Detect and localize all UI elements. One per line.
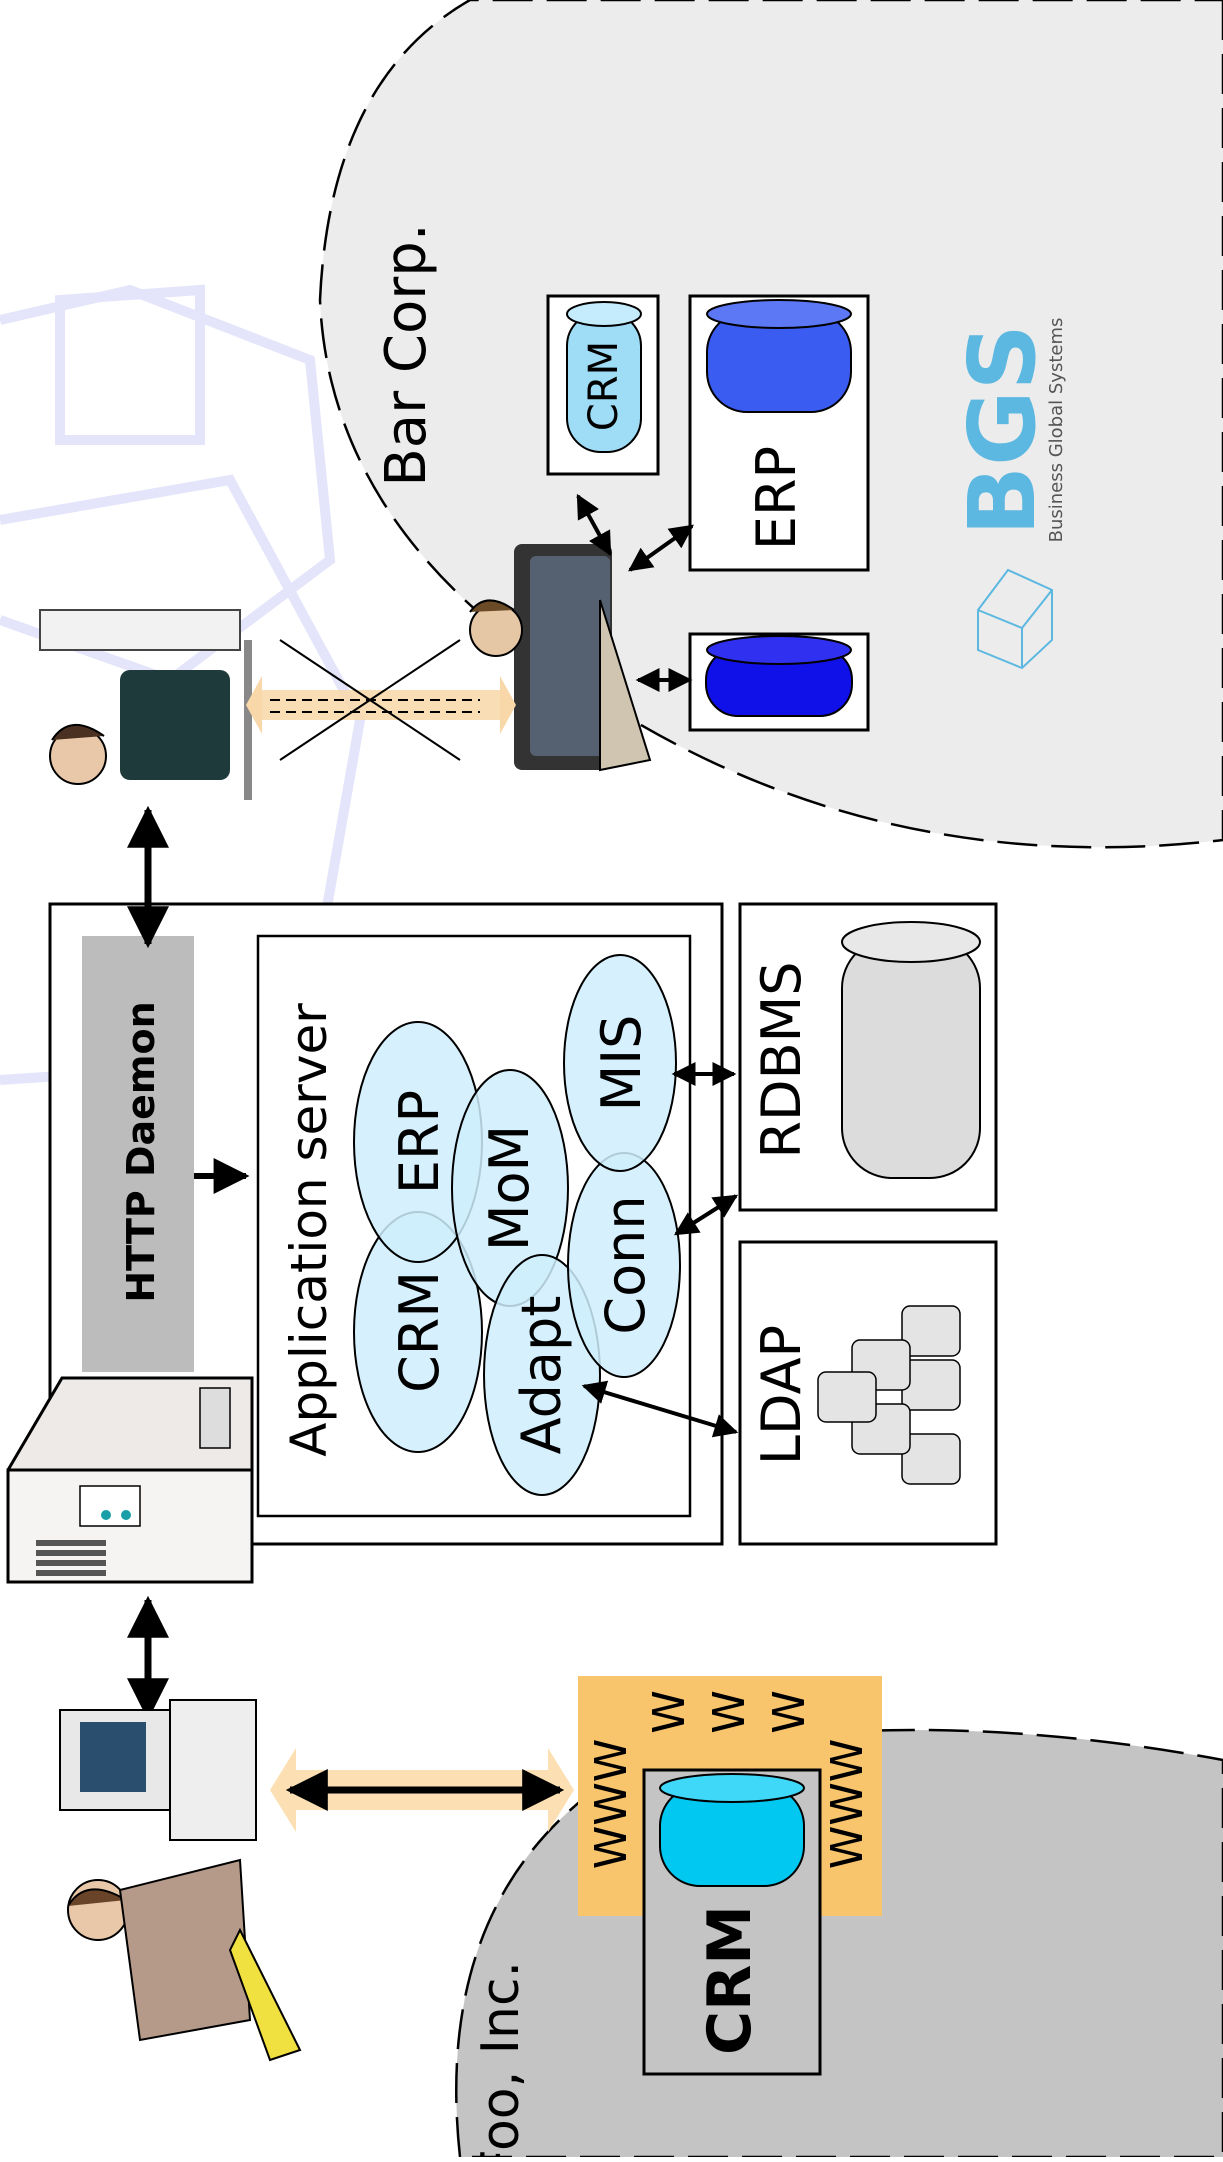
module-adapt-label: Adapt xyxy=(510,1296,573,1455)
module-crm-label: CRM xyxy=(388,1271,451,1393)
bar-corp-database xyxy=(688,632,870,732)
bar-corp-arrows xyxy=(576,493,694,692)
bar-corp-link xyxy=(246,639,516,761)
server-machine-icon xyxy=(6,1376,254,1584)
http-daemon-label: HTTP Daemon xyxy=(119,1001,163,1302)
server-internal-arrows xyxy=(581,1062,739,1438)
bar-corp-erp-label: ERP xyxy=(745,446,808,550)
bar-corp-user-icon xyxy=(469,544,652,772)
remote-user-icon xyxy=(39,609,252,800)
application-server-label: Application server xyxy=(280,1003,338,1457)
bar-corp-erp-database: ERP xyxy=(688,294,870,572)
bgs-logo: BGS Business Global Systems xyxy=(949,318,1067,670)
module-erp-label: ERP xyxy=(388,1090,451,1194)
bar-corp-crm-database: CRM xyxy=(546,294,660,476)
www-bottom-label: WWW xyxy=(822,1739,873,1870)
bar-corp-crm-label: CRM xyxy=(581,341,627,431)
rdbms-cylinder xyxy=(841,921,981,1179)
module-conn-label: Conn xyxy=(594,1195,657,1334)
bar-corp-region: Bar Corp. CRM ERP xyxy=(318,0,1223,849)
bgs-logo-letters: BGS xyxy=(949,324,1056,536)
www-top-label: WWW xyxy=(586,1739,637,1870)
app-modules xyxy=(353,954,681,1496)
rdbms-label: RDBMS xyxy=(750,961,813,1158)
foo-inc-title: Foo, Inc. xyxy=(471,1961,531,2157)
bgs-logo-subtitle: Business Global Systems xyxy=(1046,318,1067,543)
module-adapt xyxy=(483,1254,601,1496)
foo-www-link xyxy=(270,1748,574,1832)
foo-crm-cylinder xyxy=(659,1773,805,1887)
foo-user-icon xyxy=(59,1699,302,2062)
www-mid-1: W xyxy=(644,1690,695,1734)
ldap-directory-icon xyxy=(817,1305,961,1485)
www-mid-3: W xyxy=(764,1690,815,1734)
www-mid-2: W xyxy=(704,1690,755,1734)
module-mom-label: MoM xyxy=(478,1125,541,1251)
foo-crm-label: CRM xyxy=(695,1905,765,2055)
foo-inc-region: Foo, Inc. WWW W W W WWW CRM xyxy=(455,1676,1223,2162)
ldap-label: LDAP xyxy=(750,1325,813,1465)
bar-corp-title: Bar Corp. xyxy=(374,223,439,486)
server-block: HTTP Daemon Application server CRM ERP M… xyxy=(48,902,998,1546)
http-daemon-bar xyxy=(82,936,194,1372)
module-mis-label: MIS xyxy=(590,1015,653,1112)
